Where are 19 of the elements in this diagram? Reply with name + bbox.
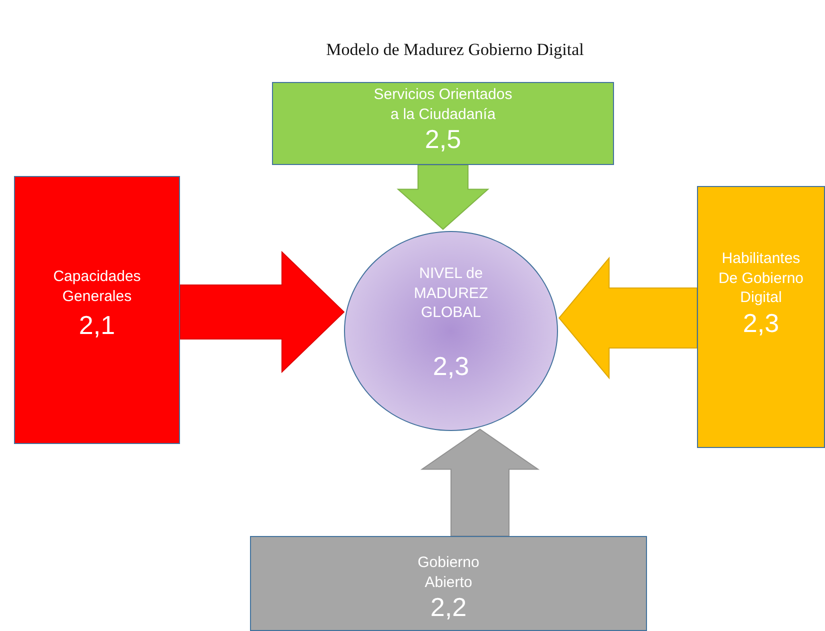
- node-label: Capacidades Generales: [52, 267, 142, 306]
- callout-box: [250, 536, 647, 631]
- block-arrow: [420, 428, 540, 536]
- score-value: 2,3: [742, 308, 780, 339]
- callout-box: [272, 82, 614, 165]
- block-arrow: [180, 250, 345, 374]
- callout-box: [697, 186, 825, 448]
- node-label: Servicios Orientados a la Ciudadanía: [372, 85, 514, 124]
- node-label: NIVEL de MADUREZ GLOBAL: [412, 264, 490, 322]
- score-value: 2,1: [78, 310, 116, 342]
- diagram-title: Modelo de Madurez Gobierno Digital: [325, 40, 585, 60]
- block-arrow: [558, 256, 698, 380]
- node-label: Gobierno Abierto: [416, 553, 480, 592]
- score-value: 2,3: [432, 350, 470, 382]
- score-value: 2,2: [430, 592, 467, 624]
- node-label: Habilitantes De Gobierno Digital: [717, 249, 805, 308]
- score-value: 2,5: [424, 124, 462, 156]
- block-arrow: [396, 164, 490, 230]
- callout-box: [14, 176, 180, 444]
